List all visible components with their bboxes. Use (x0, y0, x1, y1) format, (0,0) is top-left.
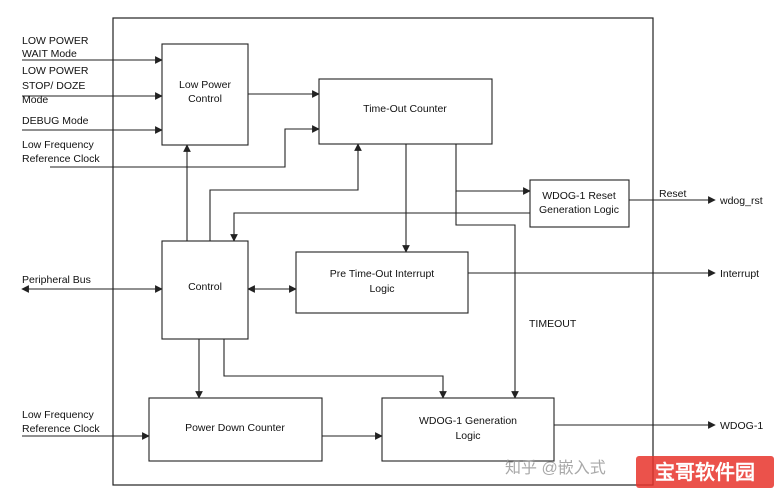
input-peripheral-bus: Peripheral Bus (22, 274, 91, 286)
watermark-badge-bg (636, 456, 774, 488)
block-reset-gen: WDOG-1 Reset Generation Logic (529, 179, 630, 228)
input-lf-bottom-line2: Reference Clock (22, 423, 100, 435)
block-timeout-counter-label: Time-Out Counter (363, 103, 447, 115)
wire-control-to-timeout (209, 143, 362, 241)
reset-label: Reset (659, 188, 687, 200)
output-interrupt: Interrupt (720, 268, 759, 280)
block-pre-timeout: Pre Time-Out Interrupt Logic (295, 251, 469, 314)
input-stop-line1: LOW POWER (22, 65, 89, 77)
block-reset-gen-line2: Generation Logic (539, 204, 619, 216)
wire-lf-clock-top (50, 125, 320, 168)
block-timeout-counter: Time-Out Counter (318, 78, 493, 145)
block-wdog-gen-line2: Logic (455, 430, 480, 442)
output-wdog-rst: wdog_rst (719, 195, 763, 207)
block-reset-gen-line1: WDOG-1 Reset (542, 190, 616, 202)
block-pre-timeout-line2: Logic (369, 283, 394, 295)
input-stop-line3: Mode (22, 94, 48, 106)
wire-timeout-to-reset (455, 144, 531, 195)
input-labels: LOW POWER WAIT Mode LOW POWER STOP/ DOZE… (22, 35, 100, 435)
block-pre-timeout-line1: Pre Time-Out Interrupt (330, 268, 435, 280)
input-wait-line2: WAIT Mode (22, 48, 77, 60)
input-lf-bottom-line1: Low Frequency (22, 409, 95, 421)
block-control-label: Control (188, 281, 222, 293)
input-stop-line2: STOP/ DOZE (22, 80, 85, 92)
block-control: Control (161, 240, 249, 340)
input-wait-line1: LOW POWER (22, 35, 89, 47)
output-wdog1: WDOG-1 (720, 420, 763, 432)
watermark-badge-text: 宝哥软件园 (655, 460, 755, 484)
block-wdog-gen: WDOG-1 Generation Logic (381, 397, 555, 462)
block-low-power-control-line2: Control (188, 93, 222, 105)
module-boundary (112, 17, 654, 486)
timeout-label: TIMEOUT (529, 318, 577, 330)
output-labels: wdog_rst Interrupt WDOG-1 (719, 195, 763, 432)
block-power-down-counter-label: Power Down Counter (185, 422, 285, 434)
block-power-down-counter: Power Down Counter (148, 397, 323, 462)
wire-timeout-to-wdoggen (455, 191, 519, 399)
input-lf-top-line1: Low Frequency (22, 139, 95, 151)
block-low-power-control: Low Power Control (161, 43, 249, 146)
block-low-power-control-line1: Low Power (179, 79, 231, 91)
input-lf-top-line2: Reference Clock (22, 153, 100, 165)
signal-wires (21, 56, 716, 440)
watermark-text: 知乎 @嵌入式 (505, 459, 606, 477)
watermark: 知乎 @嵌入式 宝哥软件园 (505, 456, 774, 488)
input-debug: DEBUG Mode (22, 115, 89, 127)
wire-control-to-wdoggen (223, 339, 447, 399)
wire-reset-to-control (230, 212, 530, 242)
block-wdog-gen-line1: WDOG-1 Generation (419, 415, 517, 427)
